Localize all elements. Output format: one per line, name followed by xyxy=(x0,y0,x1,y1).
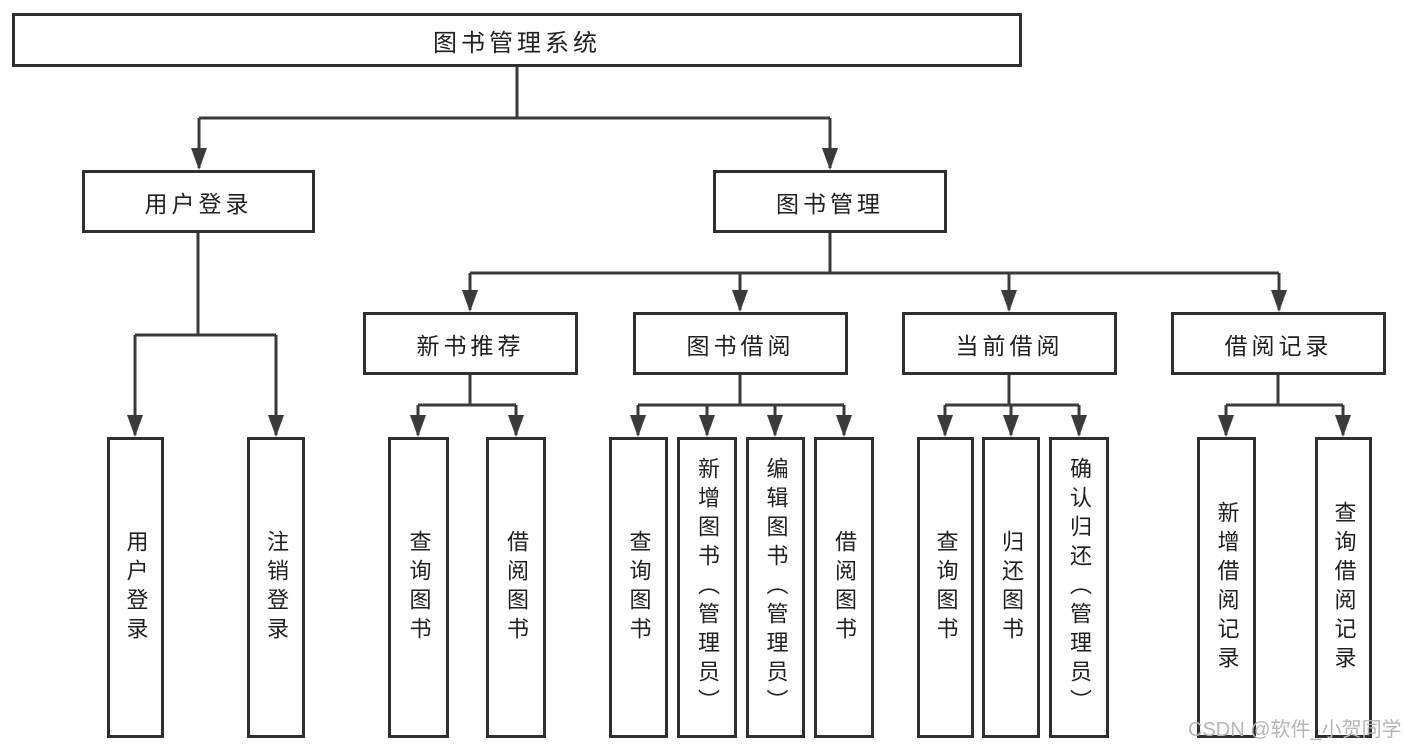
node-library-management-system: 图书管理系统 xyxy=(12,13,1022,67)
connector-records-to-leaves xyxy=(1224,375,1345,435)
connector-current-to-leaves xyxy=(943,375,1081,435)
node-label: 查询借阅记录 xyxy=(1331,500,1357,675)
node-label: 图书管理系统 xyxy=(433,29,601,57)
connector-newbooks-to-leaves xyxy=(416,375,518,435)
node-label: 查询图书 xyxy=(626,529,652,646)
leaf-add-books-admin: 新增图书（管理员） xyxy=(677,437,737,738)
node-label: 编辑图书（管理员） xyxy=(763,457,789,718)
connector-root-to-level1 xyxy=(197,67,832,168)
leaf-add-borrow-record: 新增借阅记录 xyxy=(1197,437,1256,738)
node-label: 借阅图书 xyxy=(832,529,857,646)
node-label: 注销登录 xyxy=(264,529,289,646)
node-user-login: 用户登录 xyxy=(82,170,315,233)
connector-userlogin-to-leaves xyxy=(133,233,278,435)
node-label: 确认归还（管理员） xyxy=(1067,457,1092,718)
node-label: 查询图书 xyxy=(406,529,432,646)
leaf-query-books-borrowing: 查询图书 xyxy=(609,437,668,738)
node-book-management: 图书管理 xyxy=(713,170,947,233)
leaf-confirm-return-admin: 确认归还（管理员） xyxy=(1049,437,1109,738)
leaf-edit-books-admin: 编辑图书（管理员） xyxy=(746,437,805,738)
connector-bookmgmt-to-level2 xyxy=(468,233,1281,310)
node-label: 用户登录 xyxy=(123,529,149,646)
node-borrowing-records: 借阅记录 xyxy=(1171,312,1386,375)
node-label: 新书推荐 xyxy=(416,332,525,359)
node-new-book-recommendation: 新书推荐 xyxy=(363,312,578,375)
node-current-borrowing: 当前借阅 xyxy=(902,312,1117,375)
node-label: 查询图书 xyxy=(933,529,959,646)
csdn-watermark: CSDN @软件_小贺同学 xyxy=(1188,719,1402,741)
node-label: 借阅图书 xyxy=(504,529,529,646)
node-label: 借阅记录 xyxy=(1224,332,1333,359)
leaf-borrow-books-recommend: 借阅图书 xyxy=(486,437,546,738)
leaf-logout: 注销登录 xyxy=(247,437,305,738)
leaf-query-books-current: 查询图书 xyxy=(917,437,974,738)
node-label: 图书借阅 xyxy=(686,332,795,359)
node-label: 当前借阅 xyxy=(955,332,1064,359)
node-label: 图书管理 xyxy=(776,190,884,217)
node-label: 用户登录 xyxy=(144,190,253,217)
leaf-borrow-books: 借阅图书 xyxy=(814,437,874,738)
node-label: 新增借阅记录 xyxy=(1214,500,1240,675)
node-label: 新增图书（管理员） xyxy=(695,457,720,718)
node-label: 归还图书 xyxy=(999,529,1024,646)
leaf-return-books: 归还图书 xyxy=(982,437,1040,738)
node-book-borrowing: 图书借阅 xyxy=(633,312,848,375)
leaf-query-borrow-record: 查询借阅记录 xyxy=(1315,437,1372,738)
leaf-user-login: 用户登录 xyxy=(107,437,164,738)
leaf-query-books-recommend: 查询图书 xyxy=(388,437,449,738)
connector-borrowing-to-leaves xyxy=(636,375,846,435)
